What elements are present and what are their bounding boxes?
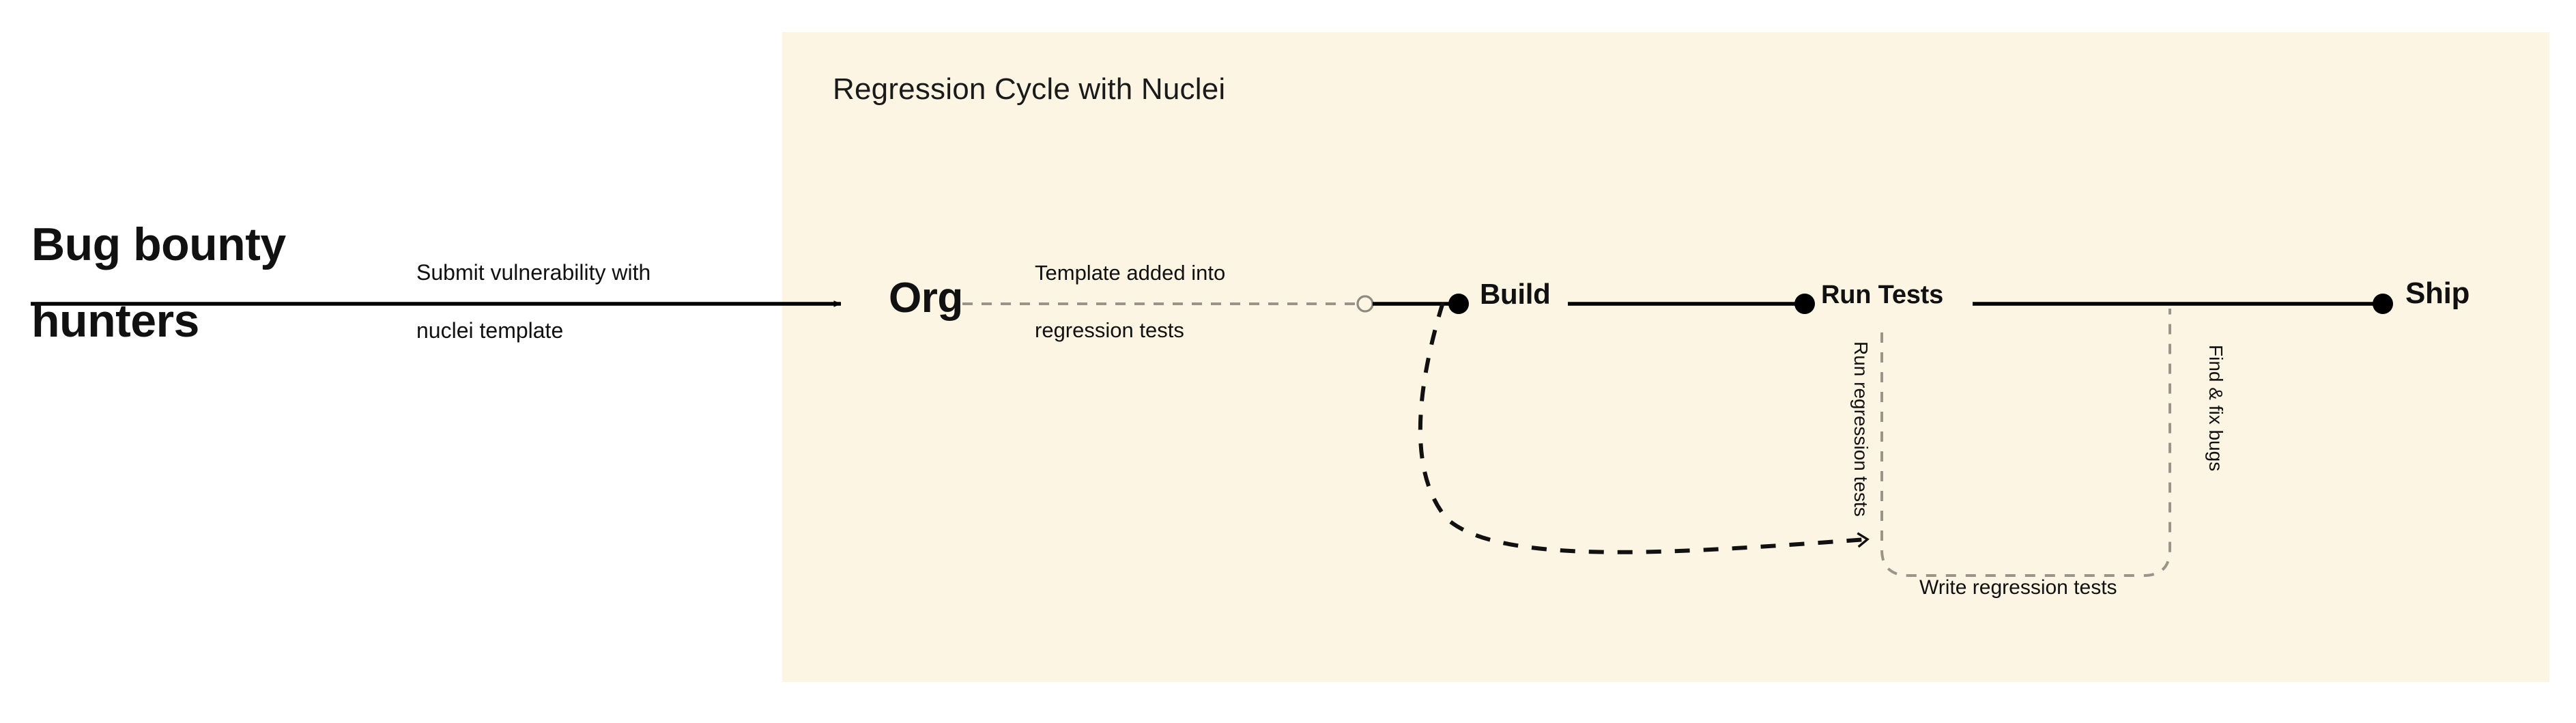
edge-label-find-and-fix-bugs: Find & fix bugs [2205,345,2227,472]
edge-label-run-regression-tests: Run regression tests [1850,341,1872,517]
edge-label-submit-line1: Submit vulnerability with [416,260,651,285]
actor-label-line2: hunters [31,295,199,347]
node-label-ship: Ship [2405,277,2470,310]
bracket-label-write-regression-tests: Write regression tests [1919,576,2117,599]
regression-cycle-panel [782,32,2549,682]
node-label-org: Org [889,274,963,322]
actor-label-line1: Bug bounty [31,218,286,270]
panel-title: Regression Cycle with Nuclei [833,72,1226,106]
node-label-run-tests: Run Tests [1821,281,1944,309]
node-label-build: Build [1480,278,1551,310]
edge-label-template-line2: regression tests [1035,318,1184,342]
edge-label-submit-line2: nuclei template [416,318,564,343]
edge-label-template-line1: Template added into [1035,261,1226,285]
